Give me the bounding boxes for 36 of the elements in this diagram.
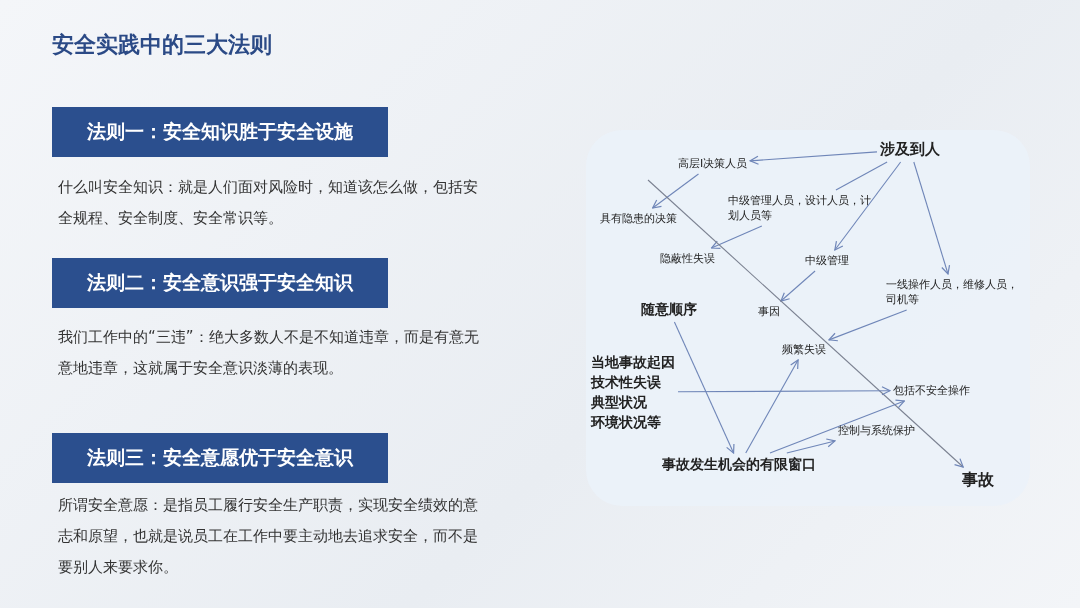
diagram-text: 中级管理人员，设计人员，计划人员等 — [728, 193, 878, 223]
diagram-text: 控制与系统保护 — [838, 423, 915, 438]
rule-banner: 法则二：安全意识强于安全知识 — [52, 258, 388, 308]
arrow — [673, 321, 735, 454]
diagram-text: 中级管理 — [805, 253, 849, 268]
arrow — [749, 151, 878, 165]
arrow — [652, 173, 699, 209]
diagram-text: 高层I决策人员 — [678, 156, 748, 171]
arrow — [834, 161, 902, 251]
diagram-text: 隐蔽性失误 — [660, 251, 715, 266]
arrow — [745, 359, 799, 454]
arrow — [828, 309, 908, 342]
connector-line — [835, 161, 888, 191]
diagram-text: 随意顺序 — [641, 301, 697, 319]
arrow — [913, 161, 951, 275]
diagram-text: 涉及到人 — [880, 140, 940, 159]
diagram-text: 具有隐患的决策 — [600, 211, 677, 226]
diagram-text: 当地事故起因 技术性失误 典型状况 环境状况等 — [591, 352, 675, 432]
rule-banner: 法则三：安全意愿优于安全意识 — [52, 433, 388, 483]
diagram-text: 包括不安全操作 — [893, 383, 970, 398]
arrow — [769, 399, 905, 454]
slide-title: 安全实践中的三大法则 — [52, 31, 272, 59]
arrow — [780, 270, 816, 302]
rule-banner: 法则一：安全知识胜于安全设施 — [52, 107, 388, 157]
arrow — [647, 179, 964, 468]
diagram-text: 事故发生机会的有限窗口 — [662, 456, 816, 474]
paragraph: 我们工作中的“三违”：绝大多数人不是不知道违章，而是有意无意地违章，这就属于安全意识淡薄的表现。 — [58, 327, 480, 379]
paragraph: 所谓安全意愿：是指员工履行安全生产职责，实现安全绩效的意志和原望，也就是说员工在工作中要主动地去追求安全，而不是要别人来要求你。 — [58, 495, 479, 578]
arrow — [710, 225, 763, 250]
diagram-text: 事故 — [962, 470, 994, 491]
diagram-text: 频繁失误 — [782, 342, 826, 357]
arrow — [677, 386, 891, 396]
arrow — [786, 438, 836, 454]
paragraph: 什么叫安全知识：就是人们面对风险时，知道该怎么做，包括安全规程、安全制度、安全常识等。 — [58, 177, 479, 229]
diagram-text: 事因 — [758, 304, 780, 319]
diagram-text: 一线操作人员，维修人员，司机等 — [886, 277, 1021, 307]
